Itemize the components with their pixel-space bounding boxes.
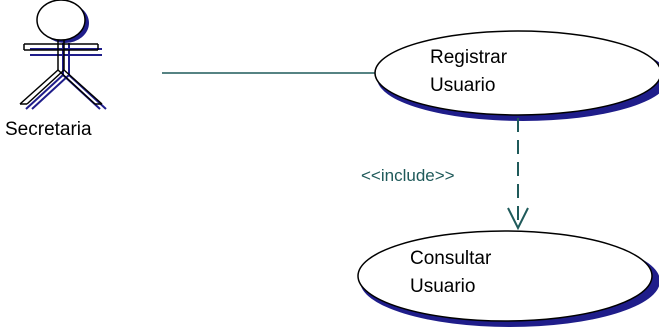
svg-text:Registrar Usuario: Registrar Usuario (430, 47, 512, 96)
svg-text:Consultar Usuario: Consultar Usuario (410, 248, 497, 297)
include-stereotype-label: <<include>> (361, 166, 455, 185)
use-case-registrar-usuario[interactable]: Registrar Usuario (374, 30, 659, 121)
actor-secretaria[interactable]: Secretaria (5, 0, 107, 140)
include-arrowhead (507, 207, 529, 231)
use-case-label-line-1: Consultar (410, 248, 492, 269)
include-relationship[interactable]: <<include>> (361, 118, 529, 231)
actor-head (36, 0, 86, 41)
use-case-label-line-1: Registrar (430, 47, 508, 68)
actor-body (19, 40, 103, 105)
use-case-label-line-2: Usuario (410, 276, 475, 297)
use-case-consultar-usuario[interactable]: Consultar Usuario (357, 230, 659, 327)
use-case-label-line-2: Usuario (430, 75, 495, 96)
use-case-ellipse (374, 30, 659, 116)
actor-label: Secretaria (5, 119, 92, 140)
use-case-ellipse (357, 230, 653, 322)
actor-body-shadow (25, 43, 107, 110)
